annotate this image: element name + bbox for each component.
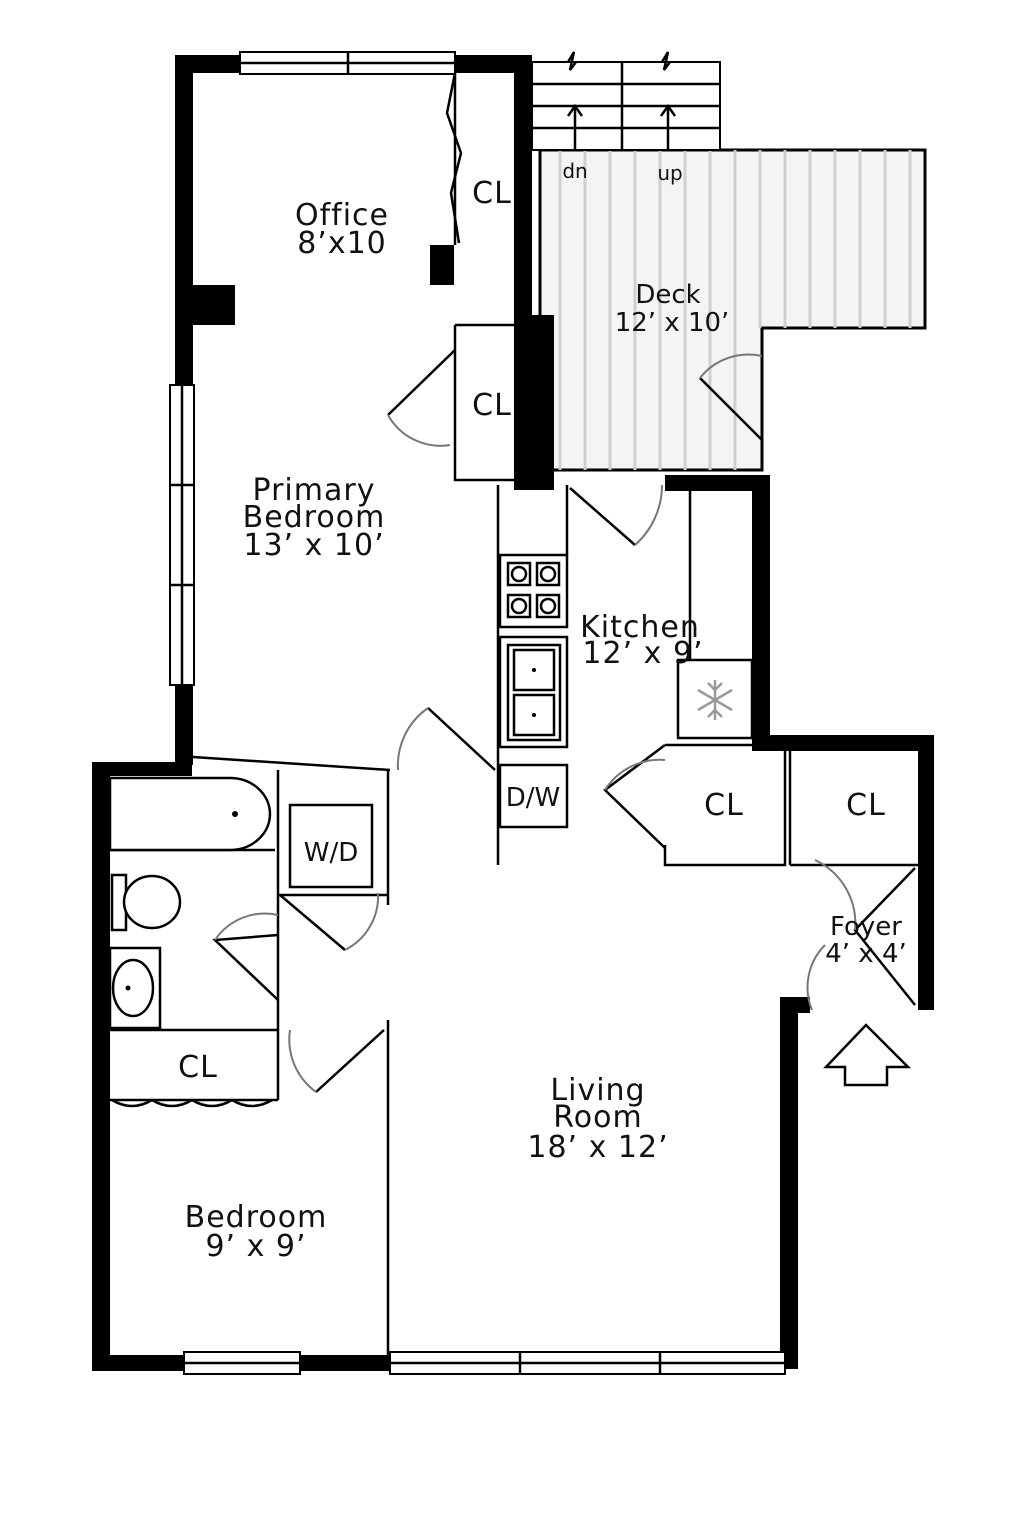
foyer-closet-label: CL [846,788,886,823]
living-room-size: 18’ x 12’ [527,1130,668,1165]
washer-dryer-label: W/D [304,838,359,868]
deck-size: 12’ x 10’ [615,308,730,338]
dishwasher-label: D/W [506,783,561,813]
living-room-name-2: Room [553,1100,642,1135]
bedroom-closet-label: CL [178,1050,218,1085]
office-size: 8’x10 [297,226,387,261]
room-labels: Office 8’x10 CL CL Primary Bedroom 13’ x… [178,176,907,1264]
interior-walls [110,72,918,1355]
foyer-name: Foyer [830,912,902,942]
office-name: Office [295,198,389,233]
primary-bedroom-name-1: Primary [253,473,376,508]
kitchen-closet-label: CL [704,788,744,823]
bedroom-name: Bedroom [185,1200,328,1235]
windows [169,51,786,1375]
bathroom-fixtures [108,776,374,1030]
primary-bedroom-name-2: Bedroom [243,500,386,535]
living-room-name-1: Living [550,1073,645,1108]
exterior-walls [92,55,934,1371]
foyer-size: 4’ x 4’ [825,939,907,969]
stairs-down-label: dn [562,159,587,183]
kitchen-size: 12’ x 9’ [582,636,703,671]
primary-bedroom-size: 13’ x 10’ [243,528,384,563]
dishwasher [498,763,569,829]
entry-arrow-icon [823,1023,912,1087]
washer-dryer [288,803,374,889]
primary-closet-label: CL [472,388,512,423]
stairs-up-label: up [657,161,682,185]
deck-area: dn up Deck 12’ x 10’ [531,51,927,472]
snowflake-icon [697,680,733,720]
bedroom-size: 9’ x 9’ [205,1229,306,1264]
deck-stairs [531,51,721,151]
deck-name: Deck [635,280,700,310]
kitchen-fixtures [498,553,754,829]
office-closet-label: CL [472,176,512,211]
kitchen-name: Kitchen [580,610,700,645]
